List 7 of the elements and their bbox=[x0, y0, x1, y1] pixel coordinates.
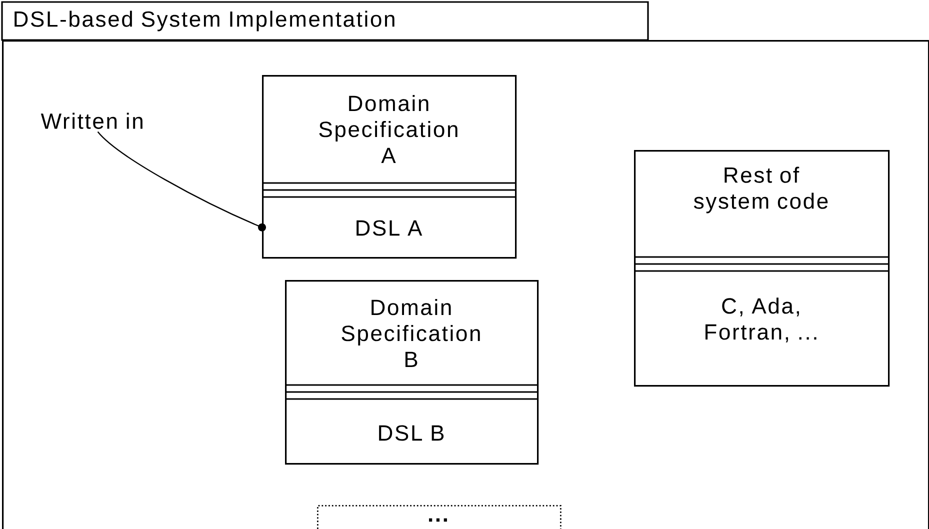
leader-line bbox=[97, 131, 266, 232]
class-box: Domain Specification B DSL B bbox=[285, 280, 539, 465]
class-box: Rest of system code C, Ada, Fortran, ... bbox=[634, 150, 890, 387]
node-label: DSL-based System Implementation bbox=[14, 10, 394, 32]
annotation-text: Written in bbox=[40, 112, 142, 129]
placeholder-box: ... bbox=[317, 505, 562, 529]
class-box: Domain Specification A DSL A bbox=[262, 75, 517, 259]
